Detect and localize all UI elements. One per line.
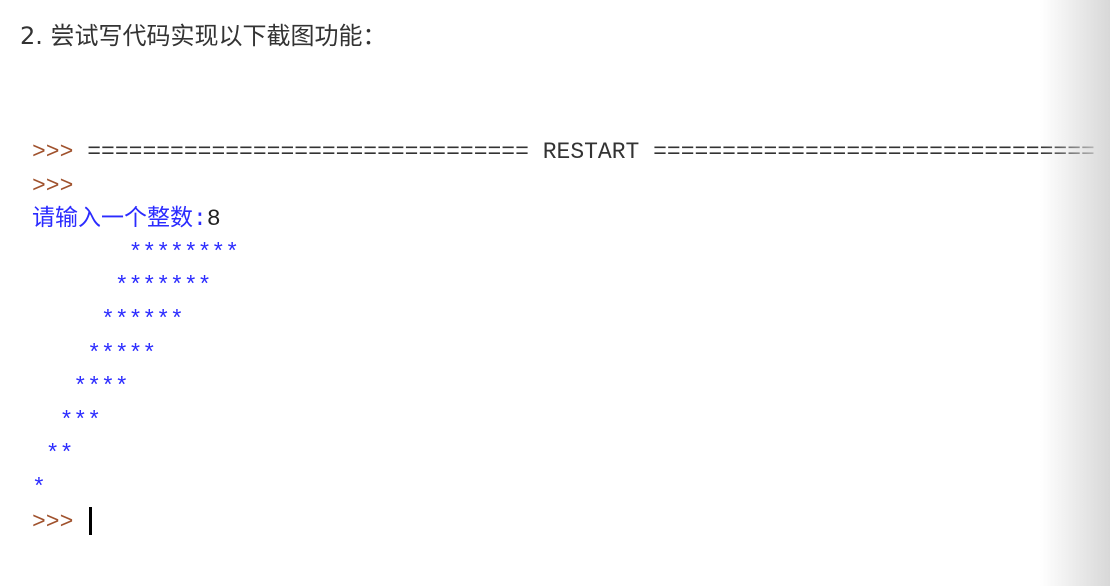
- python-shell-screenshot: >>> ================================ RES…: [32, 136, 1110, 539]
- output-line: ********: [32, 239, 240, 266]
- input-prompt-text: 请输入一个整数:: [32, 206, 207, 233]
- output-line: *****: [32, 340, 157, 367]
- input-line: 请输入一个整数:8: [32, 203, 1110, 237]
- input-value: 8: [206, 206, 221, 233]
- restart-separator: ================================ RESTART…: [87, 139, 1095, 165]
- output-line: **: [32, 441, 74, 468]
- output-line: ******: [32, 306, 184, 333]
- output-line: *: [32, 474, 46, 501]
- empty-prompt-line: >>>: [32, 170, 1110, 204]
- text-cursor: [89, 507, 93, 536]
- shell-prompt: >>>: [32, 139, 74, 165]
- output-line: *******: [32, 273, 212, 300]
- shell-prompt: >>>: [32, 172, 74, 199]
- output-line: ****: [32, 374, 129, 401]
- exercise-heading: 2. 尝试写代码实现以下截图功能：: [20, 22, 387, 50]
- shell-prompt: >>>: [32, 508, 74, 535]
- restart-line: >>> ================================ RES…: [32, 136, 1110, 170]
- output-line: ***: [32, 407, 102, 434]
- final-prompt-line: >>>: [32, 506, 1110, 540]
